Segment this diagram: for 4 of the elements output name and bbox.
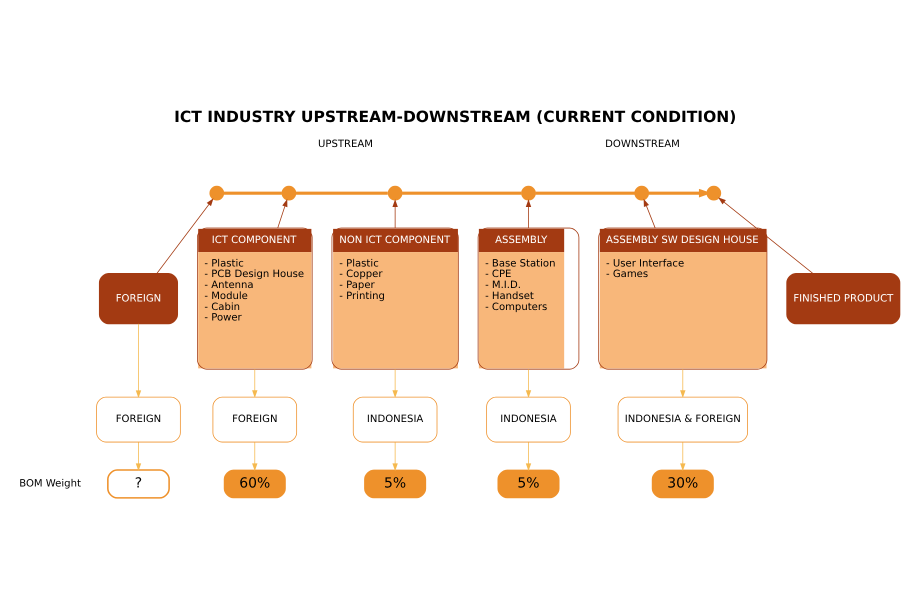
label: DOWNSTREAM bbox=[605, 138, 680, 150]
label: UPSTREAM bbox=[318, 138, 373, 150]
diagram-title: ICT INDUSTRY UPSTREAM-DOWNSTREAM (CURRENT CONDITION) bbox=[174, 108, 736, 126]
label: BOM Weight bbox=[19, 478, 81, 490]
